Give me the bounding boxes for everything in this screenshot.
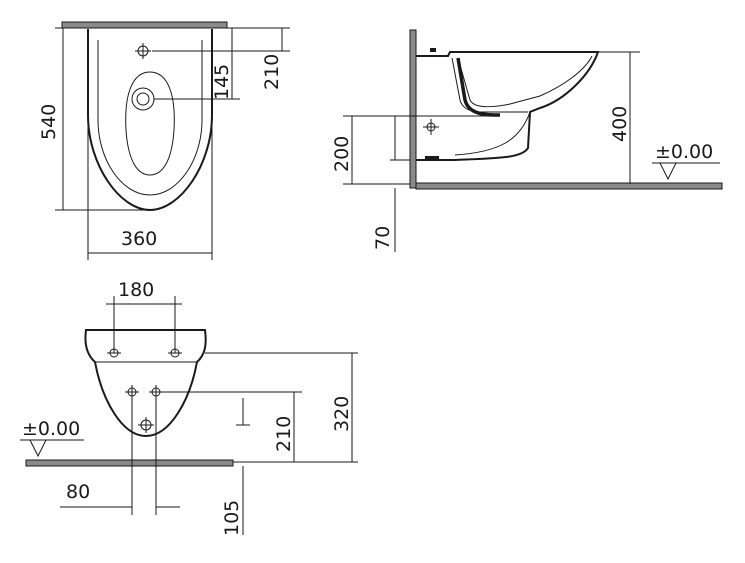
side-view-drain-fitting	[425, 156, 439, 160]
dim-waste-height-label: 105	[221, 500, 243, 536]
side-view-tap-fitting	[430, 48, 436, 52]
dim-outlet-label: 145	[211, 64, 233, 100]
side-view: 200 70 400 ±0.00	[331, 29, 723, 252]
front-floor-level-label: ±0.00	[22, 418, 80, 440]
top-view: 540 360 210 145	[38, 21, 290, 260]
top-view-inner-rim	[97, 40, 203, 196]
level-triangle-icon	[29, 439, 47, 458]
dim-front-supply-label: 210	[273, 416, 295, 452]
side-view-trap	[456, 57, 500, 117]
dim-drain-offset-label: 70	[372, 226, 394, 250]
side-view-wall	[409, 29, 417, 189]
front-view: 180 320 210 105 80 ±0.00	[20, 279, 358, 536]
outlet-outer-icon	[131, 87, 155, 111]
side-view-floor	[415, 182, 723, 190]
dim-width-label: 360	[121, 228, 157, 250]
outlet-inner-icon	[136, 92, 150, 106]
dim-tap-label: 210	[261, 54, 283, 90]
front-view-floor	[25, 459, 234, 467]
dim-fixing-spacing-label: 180	[118, 279, 154, 301]
dim-rim-height-label: 400	[609, 106, 631, 142]
front-view-bidet-outline	[84, 329, 207, 438]
dim-fixing-height-label: 320	[331, 396, 353, 432]
top-view-bowl	[125, 71, 175, 176]
level-triangle-icon	[659, 162, 677, 181]
dim-side-supply-label: 200	[331, 136, 353, 172]
dim-waste-offset-label: 80	[66, 481, 90, 503]
side-floor-level-label: ±0.00	[655, 141, 713, 163]
dim-depth-label: 540	[38, 104, 60, 140]
side-view-base-curve	[454, 111, 531, 156]
top-view-bidet-outline	[87, 29, 213, 212]
top-view-wall	[61, 21, 228, 29]
side-view-bidet-outline	[416, 51, 600, 161]
side-view-bowl-line	[457, 55, 593, 108]
